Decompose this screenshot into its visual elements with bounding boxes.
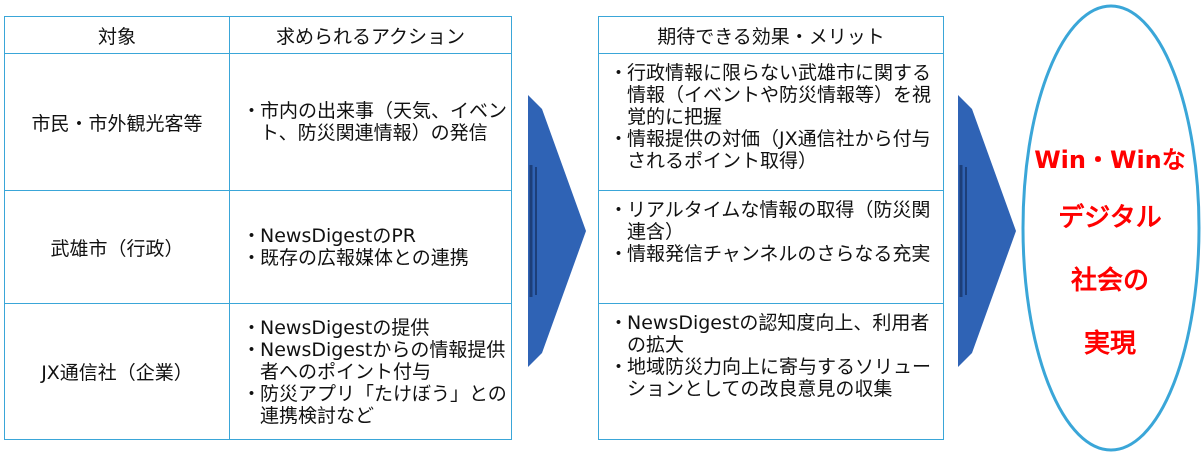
effects-row-company: NewsDigestの認知度向上、利用者の拡大 地域防災力向上に寄与するソリュー… xyxy=(598,303,944,440)
target-label: JX通信社（企業） xyxy=(41,362,193,384)
header-target: 対象 xyxy=(4,16,230,54)
goal-line-1: Win・Winな xyxy=(1034,146,1186,174)
list-item: NewsDigestのPR xyxy=(242,225,469,247)
row-actions-citizens: 市内の出来事（天気、イベント、防災関連情報）の発信 xyxy=(229,53,512,191)
effects-row-city: リアルタイムな情報の取得（防災関連含） 情報発信チャンネルのさらなる充実 xyxy=(598,190,944,304)
target-label: 武雄市（行政） xyxy=(50,237,184,260)
effects-list: NewsDigestの認知度向上、利用者の拡大 地域防災力向上に寄与するソリュー… xyxy=(609,312,937,400)
goal-line-4: 実現 xyxy=(1083,329,1136,359)
list-item: 地域防災力向上に寄与するソリューションとしての改良意見の収集 xyxy=(609,356,937,400)
list-item: 情報提供の対価（JX通信社から付与されるポイント取得） xyxy=(609,128,937,172)
row-target-citizens: 市民・市外観光客等 xyxy=(4,53,230,191)
row-actions-city: NewsDigestのPR 既存の広報媒体との連携 xyxy=(229,190,512,304)
action-list: NewsDigestのPR 既存の広報媒体との連携 xyxy=(242,225,469,269)
target-label: 市民・市外観光客等 xyxy=(31,112,203,135)
action-list: 市内の出来事（天気、イベント、防災関連情報）の発信 xyxy=(242,100,511,144)
list-item: NewsDigestの認知度向上、利用者の拡大 xyxy=(609,312,937,356)
list-item: 行政情報に限らない武雄市に関する情報（イベントや防災情報等）を視覚的に把握 xyxy=(609,62,937,128)
header-target-label: 対象 xyxy=(97,25,136,48)
action-list: NewsDigestの提供 NewsDigestからの情報提供者へのポイント付与… xyxy=(242,317,511,427)
effects-row-citizens: 行政情報に限らない武雄市に関する情報（イベントや防災情報等）を視覚的に把握 情報… xyxy=(598,53,944,191)
right-arrow-icon xyxy=(958,95,1016,367)
effects-list: 行政情報に限らない武雄市に関する情報（イベントや防災情報等）を視覚的に把握 情報… xyxy=(609,62,937,172)
list-item: リアルタイムな情報の取得（防災関連含） xyxy=(609,199,937,243)
list-item: 市内の出来事（天気、イベント、防災関連情報）の発信 xyxy=(242,100,511,144)
row-target-city: 武雄市（行政） xyxy=(4,190,230,304)
goal-line-3: 社会の xyxy=(1070,266,1149,296)
right-arrow-icon xyxy=(528,95,586,367)
effects-list: リアルタイムな情報の取得（防災関連含） 情報発信チャンネルのさらなる充実 xyxy=(609,199,937,265)
row-actions-company: NewsDigestの提供 NewsDigestからの情報提供者へのポイント付与… xyxy=(229,303,512,440)
header-action: 求められるアクション xyxy=(229,16,512,54)
list-item: NewsDigestの提供 xyxy=(242,317,511,339)
list-item: 防災アプリ「たけぼう」との連携検討など xyxy=(242,383,511,427)
effects-header-label: 期待できる効果・メリット xyxy=(657,25,885,48)
list-item: 既存の広報媒体との連携 xyxy=(242,247,469,269)
row-target-company: JX通信社（企業） xyxy=(4,303,230,440)
goal-line-2: デジタル xyxy=(1058,203,1162,233)
header-action-label: 求められるアクション xyxy=(275,25,466,48)
list-item: NewsDigestからの情報提供者へのポイント付与 xyxy=(242,339,511,383)
goal-ellipse xyxy=(1021,4,1201,452)
effects-header: 期待できる効果・メリット xyxy=(598,16,944,54)
list-item: 情報発信チャンネルのさらなる充実 xyxy=(609,243,937,265)
